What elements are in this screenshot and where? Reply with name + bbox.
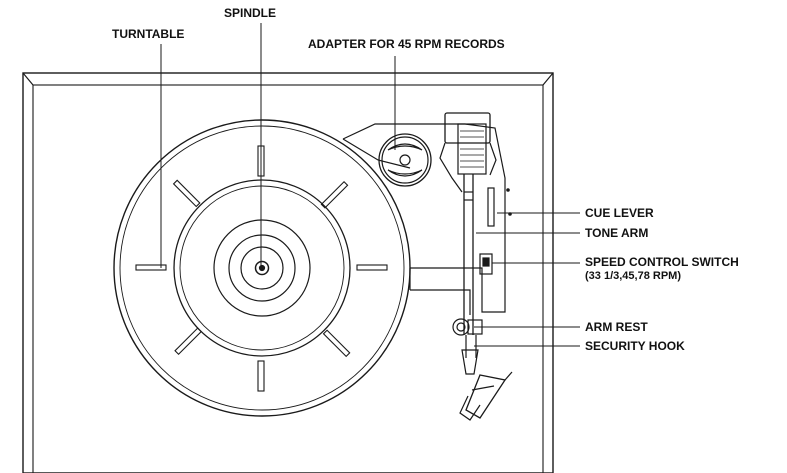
adapter-label: ADAPTER FOR 45 RPM RECORDS (308, 37, 505, 51)
speed-switch-label: SPEED CONTROL SWITCH (585, 255, 739, 269)
tone-arm (439, 112, 513, 421)
arm-rest-label: ARM REST (585, 320, 648, 334)
platter (113, 119, 411, 417)
tone-arm-label: TONE ARM (585, 226, 649, 240)
platter-slots (135, 145, 388, 392)
spindle-label: SPINDLE (224, 6, 277, 20)
adapter-45rpm (378, 133, 432, 187)
cue-lever-label: CUE LEVER (585, 206, 654, 220)
cabinet-frame (22, 72, 554, 473)
speed-values-label: (33 1/3,45,78 RPM) (585, 270, 681, 282)
tonearm-plate (342, 123, 506, 315)
turntable-label: TURNTABLE (112, 27, 185, 41)
leader-lines (160, 23, 580, 347)
security-hook-label: SECURITY HOOK (585, 339, 685, 353)
